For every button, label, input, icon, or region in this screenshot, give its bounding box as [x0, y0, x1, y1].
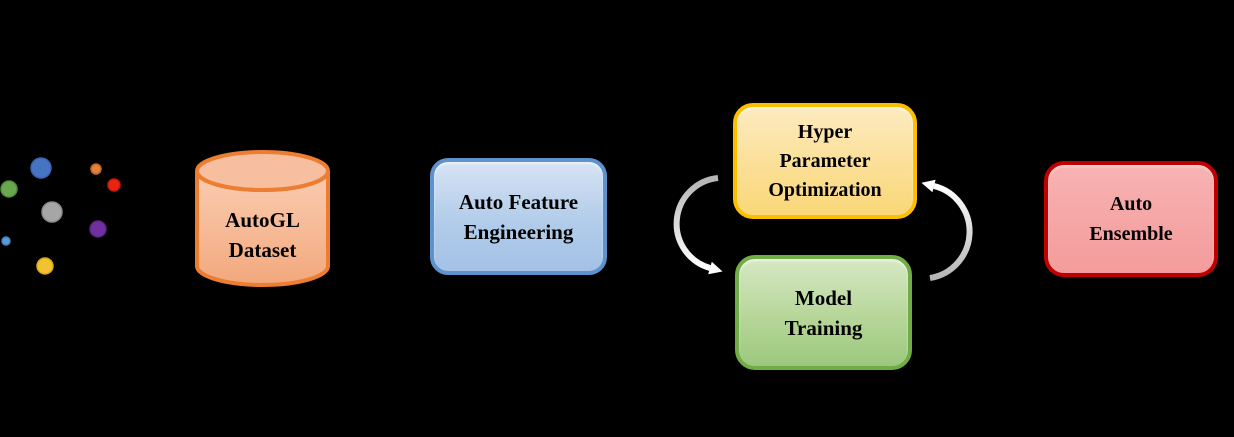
- cycle-arrow-left: [673, 175, 723, 275]
- arrowhead-up-icon: [921, 179, 936, 193]
- model-training-box: Model Training: [735, 255, 912, 370]
- dataset-label-line2: Dataset: [228, 238, 297, 262]
- graph-node: [41, 201, 63, 223]
- graph-node: [89, 220, 107, 238]
- cycle-arrows: [673, 175, 973, 281]
- training-label-line1: Model: [794, 285, 853, 310]
- input-graph-icon: [0, 157, 121, 275]
- dataset-label: AutoGL Dataset: [195, 190, 330, 280]
- training-label-line2: Training: [784, 315, 863, 340]
- graph-node: [1, 236, 11, 246]
- graph-node: [107, 178, 121, 192]
- arrowhead-down-icon: [708, 261, 723, 275]
- ensemble-label-line2: Ensemble: [1089, 223, 1173, 245]
- auto-feature-engineering-box: Auto Feature Engineering: [430, 158, 607, 275]
- graph-node: [36, 257, 54, 275]
- auto-ensemble-box: Auto Ensemble: [1044, 161, 1218, 277]
- cylinder-shape-icon: [195, 150, 330, 287]
- graph-node: [30, 157, 52, 179]
- hpo-label-line2: Parameter: [779, 149, 871, 172]
- graph-node: [90, 163, 102, 175]
- ensemble-label-line1: Auto: [1109, 193, 1153, 215]
- dataset-label-line1: AutoGL: [225, 208, 300, 232]
- hpo-label-line3: Optimization: [768, 178, 882, 201]
- graph-node: [0, 180, 18, 198]
- graph-nodes-group: [0, 157, 121, 275]
- dataset-cylinder: AutoGL Dataset: [195, 150, 330, 287]
- feature-label-line2: Engineering: [463, 219, 574, 244]
- hyper-parameter-optimization-box: Hyper Parameter Optimization: [733, 103, 917, 219]
- hpo-label-line1: Hyper: [797, 120, 853, 143]
- feature-label-line1: Auto Feature: [458, 189, 579, 214]
- cycle-arrow-right: [921, 179, 973, 281]
